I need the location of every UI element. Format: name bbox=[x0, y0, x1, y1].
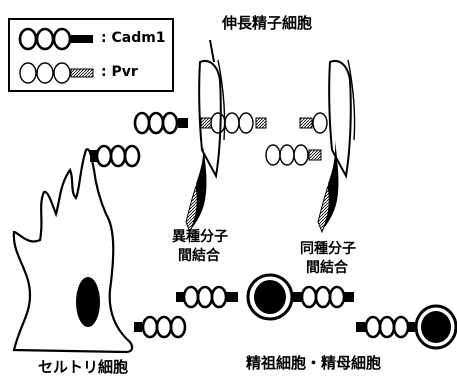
germ-cells-label: 精祖細胞・精母細胞 bbox=[246, 352, 381, 373]
cadm1-chain-sertoli-lower bbox=[134, 317, 185, 337]
germ-cell-2 bbox=[416, 306, 456, 348]
legend-pvr-symbol bbox=[20, 63, 93, 83]
heterophilic-binding-label-line2: 間結合 bbox=[178, 245, 220, 265]
germ-cell-1 bbox=[248, 275, 292, 319]
cadm1-chain-spermatid-1 bbox=[135, 113, 188, 133]
elongated-spermatid-2 bbox=[318, 60, 355, 232]
heterophilic-binding-label-line1: 異種分子 bbox=[172, 226, 228, 246]
cadm1-chain-sertoli-upper bbox=[90, 146, 139, 166]
legend-pvr-label: : Pvr bbox=[101, 64, 138, 80]
sertoli-cell-label: セルトリ細胞 bbox=[38, 356, 128, 377]
sertoli-cell-nucleus bbox=[76, 277, 100, 327]
pvr-chain-spermatid-2 bbox=[266, 145, 321, 165]
cadm1-chain-germ-left bbox=[176, 287, 238, 307]
cadm1-chain-germ-middle bbox=[292, 287, 354, 307]
homophilic-binding-label-line2: 間結合 bbox=[306, 257, 348, 277]
elongated-spermatid-label: 伸長精子細胞 bbox=[222, 12, 312, 33]
cadm1-chain-germ-right bbox=[356, 317, 418, 337]
pvr-chain-spermatid-2-top bbox=[256, 113, 327, 133]
legend-cadm1-label: : Cadm1 bbox=[101, 30, 166, 46]
homophilic-binding-label-line1: 同種分子 bbox=[300, 238, 356, 258]
sertoli-cell-body bbox=[14, 149, 132, 352]
elongated-spermatid-1 bbox=[186, 40, 225, 232]
legend-cadm1-symbol bbox=[20, 29, 93, 49]
